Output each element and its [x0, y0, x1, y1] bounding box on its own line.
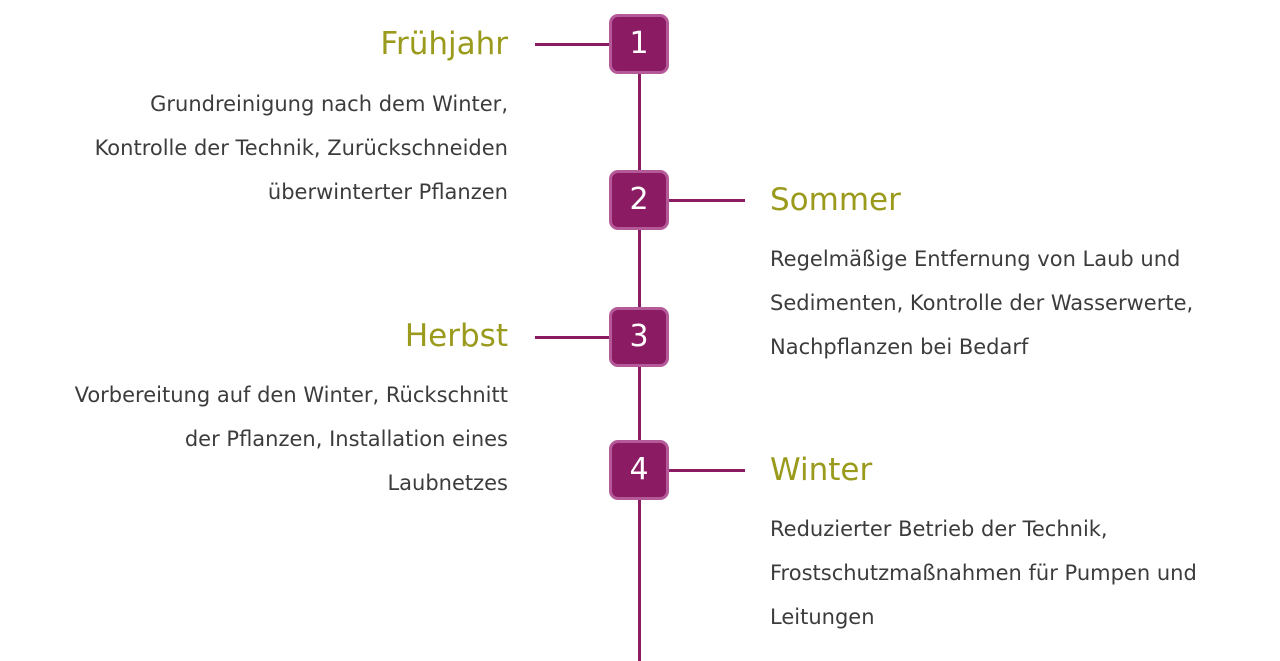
description-line: überwinterter Pflanzen: [267, 180, 508, 204]
description-line: Vorbereitung auf den Winter, Rückschnitt: [74, 383, 508, 407]
description-line: Laubnetzes: [387, 471, 508, 495]
description-line: Frostschutzmaßnahmen für Pumpen und: [770, 561, 1197, 585]
description-line: Kontrolle der Technik, Zurückschneiden: [94, 136, 508, 160]
description-line: Grundreinigung nach dem Winter,: [150, 92, 508, 116]
step-number-badge: 1: [609, 14, 669, 74]
step-description: Grundreinigung nach dem Winter, Kontroll…: [8, 82, 508, 214]
step-number-badge: 2: [609, 170, 669, 230]
step-description: Regelmäßige Entfernung von Laub und Sedi…: [770, 237, 1270, 369]
connector-line: [668, 469, 745, 472]
connector-line: [535, 336, 611, 339]
description-line: Reduzierter Betrieb der Technik,: [770, 517, 1108, 541]
step-title-sommer: Sommer: [770, 182, 901, 218]
connector-line: [535, 43, 611, 46]
description-line: der Pflanzen, Installation eines: [184, 427, 508, 451]
step-number-badge: 3: [609, 307, 669, 367]
step-number-badge: 4: [609, 440, 669, 500]
step-description: Reduzierter Betrieb der Technik, Frostsc…: [770, 507, 1270, 639]
connector-line: [668, 199, 745, 202]
description-line: Leitungen: [770, 605, 875, 629]
step-title-fruehjahr: Frühjahr: [380, 26, 508, 62]
description-line: Sedimenten, Kontrolle der Wasserwerte,: [770, 291, 1194, 315]
description-line: Nachpflanzen bei Bedarf: [770, 335, 1029, 359]
step-title-winter: Winter: [770, 452, 873, 488]
step-description: Vorbereitung auf den Winter, Rückschnitt…: [8, 373, 508, 505]
step-title-herbst: Herbst: [404, 318, 508, 354]
description-line: Regelmäßige Entfernung von Laub und: [770, 247, 1181, 271]
